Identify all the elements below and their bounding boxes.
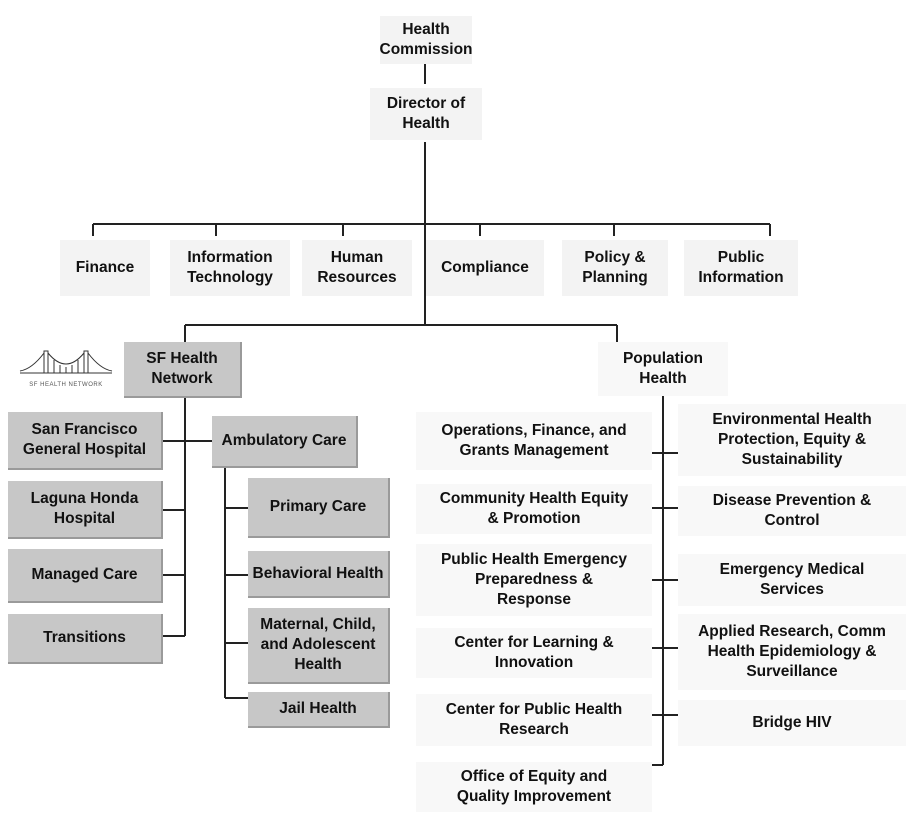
managed-care-label: Managed Care [31, 566, 138, 583]
transitions-label: Transitions [43, 629, 126, 646]
pop-unit-label: Emergency Medical Services [719, 561, 865, 598]
support-unit-human-resources: Human Resources [302, 240, 412, 296]
pop-left-unit-office-equity: Office of Equity and Quality Improvement [416, 762, 652, 812]
support-unit-public-information: Public Information [684, 240, 798, 296]
pop-left-unit-center-learning: Center for Learning & Innovation [416, 628, 652, 678]
health-commission-label: Health Commission [379, 21, 473, 58]
pop-right-unit-environmental-health: Environmental Health Protection, Equity … [678, 404, 906, 476]
pop-right-unit-bridge-hiv: Bridge HIV [678, 700, 906, 746]
population-health-node: Population Health [598, 342, 728, 396]
pop-unit-label: Applied Research, Comm Health Epidemiolo… [698, 623, 886, 680]
support-unit-label: Public Information [698, 249, 784, 286]
pop-left-unit-community-health-equity: Community Health Equity & Promotion [416, 484, 652, 534]
golden-gate-bridge-icon [19, 350, 113, 374]
pop-unit-label: Community Health Equity & Promotion [439, 490, 629, 527]
ambulatory-child-label: Primary Care [269, 498, 367, 515]
pop-right-unit-emergency-medical-services: Emergency Medical Services [678, 554, 906, 606]
maternal-child-adolescent-health-node: Maternal, Child, and Adolescent Health [248, 608, 390, 684]
pop-unit-label: Environmental Health Protection, Equity … [712, 411, 872, 468]
ambulatory-child-label: Behavioral Health [252, 564, 384, 582]
support-unit-label: Information Technology [187, 249, 273, 286]
support-unit-finance: Finance [60, 240, 150, 296]
sf-health-network-logo: SF HEALTH NETWORK [18, 345, 114, 388]
ambulatory-care-label: Ambulatory Care [221, 432, 347, 449]
support-unit-policy-planning: Policy & Planning [562, 240, 668, 296]
pop-unit-label: Bridge HIV [752, 714, 832, 731]
ambulatory-child-label: Maternal, Child, and Adolescent Health [260, 616, 376, 673]
support-unit-label: Policy & Planning [582, 249, 648, 286]
managed-care-node: Managed Care [8, 549, 163, 603]
jail-health-node: Jail Health [248, 692, 390, 728]
behavioral-health-node: Behavioral Health [248, 551, 390, 598]
ambulatory-child-label: Jail Health [279, 700, 357, 717]
pop-unit-label: Center for Learning & Innovation [454, 634, 614, 671]
pop-unit-label: Public Health Emergency Preparedness & R… [440, 551, 628, 608]
support-unit-compliance: Compliance [426, 240, 544, 296]
hospital-label: Laguna Honda Hospital [30, 490, 139, 527]
pop-unit-label: Office of Equity and Quality Improvement [456, 768, 612, 805]
support-unit-label: Compliance [441, 259, 529, 276]
pop-left-unit-public-health-research: Center for Public Health Research [416, 694, 652, 746]
support-unit-label: Human Resources [317, 249, 397, 286]
pop-right-unit-disease-prevention: Disease Prevention & Control [678, 486, 906, 536]
sf-health-network-label: SF Health Network [146, 350, 218, 387]
sf-health-network-node: SF Health Network [124, 342, 242, 398]
pop-unit-label: Disease Prevention & Control [712, 492, 872, 529]
director-of-health-label: Director of Health [386, 95, 466, 132]
hospital-label: San Francisco General Hospital [22, 421, 147, 458]
population-health-label: Population Health [622, 350, 704, 387]
pop-unit-label: Operations, Finance, and Grants Manageme… [441, 422, 627, 459]
pop-right-unit-applied-research: Applied Research, Comm Health Epidemiolo… [678, 614, 906, 690]
health-commission-node: Health Commission [379, 16, 473, 64]
ambulatory-care-node: Ambulatory Care [212, 416, 358, 468]
pop-left-unit-emergency-preparedness: Public Health Emergency Preparedness & R… [416, 544, 652, 616]
transitions-node: Transitions [8, 614, 163, 664]
support-unit-information-technology: Information Technology [170, 240, 290, 296]
pop-unit-label: Center for Public Health Research [445, 701, 623, 738]
support-unit-label: Finance [75, 259, 135, 276]
director-of-health-node: Director of Health [370, 88, 482, 140]
hospital-laguna-honda-node: Laguna Honda Hospital [8, 481, 163, 539]
logo-caption: SF HEALTH NETWORK [29, 382, 103, 388]
hospital-sfgh-node: San Francisco General Hospital [8, 412, 163, 470]
pop-left-unit-operations: Operations, Finance, and Grants Manageme… [416, 412, 652, 470]
primary-care-node: Primary Care [248, 478, 390, 538]
